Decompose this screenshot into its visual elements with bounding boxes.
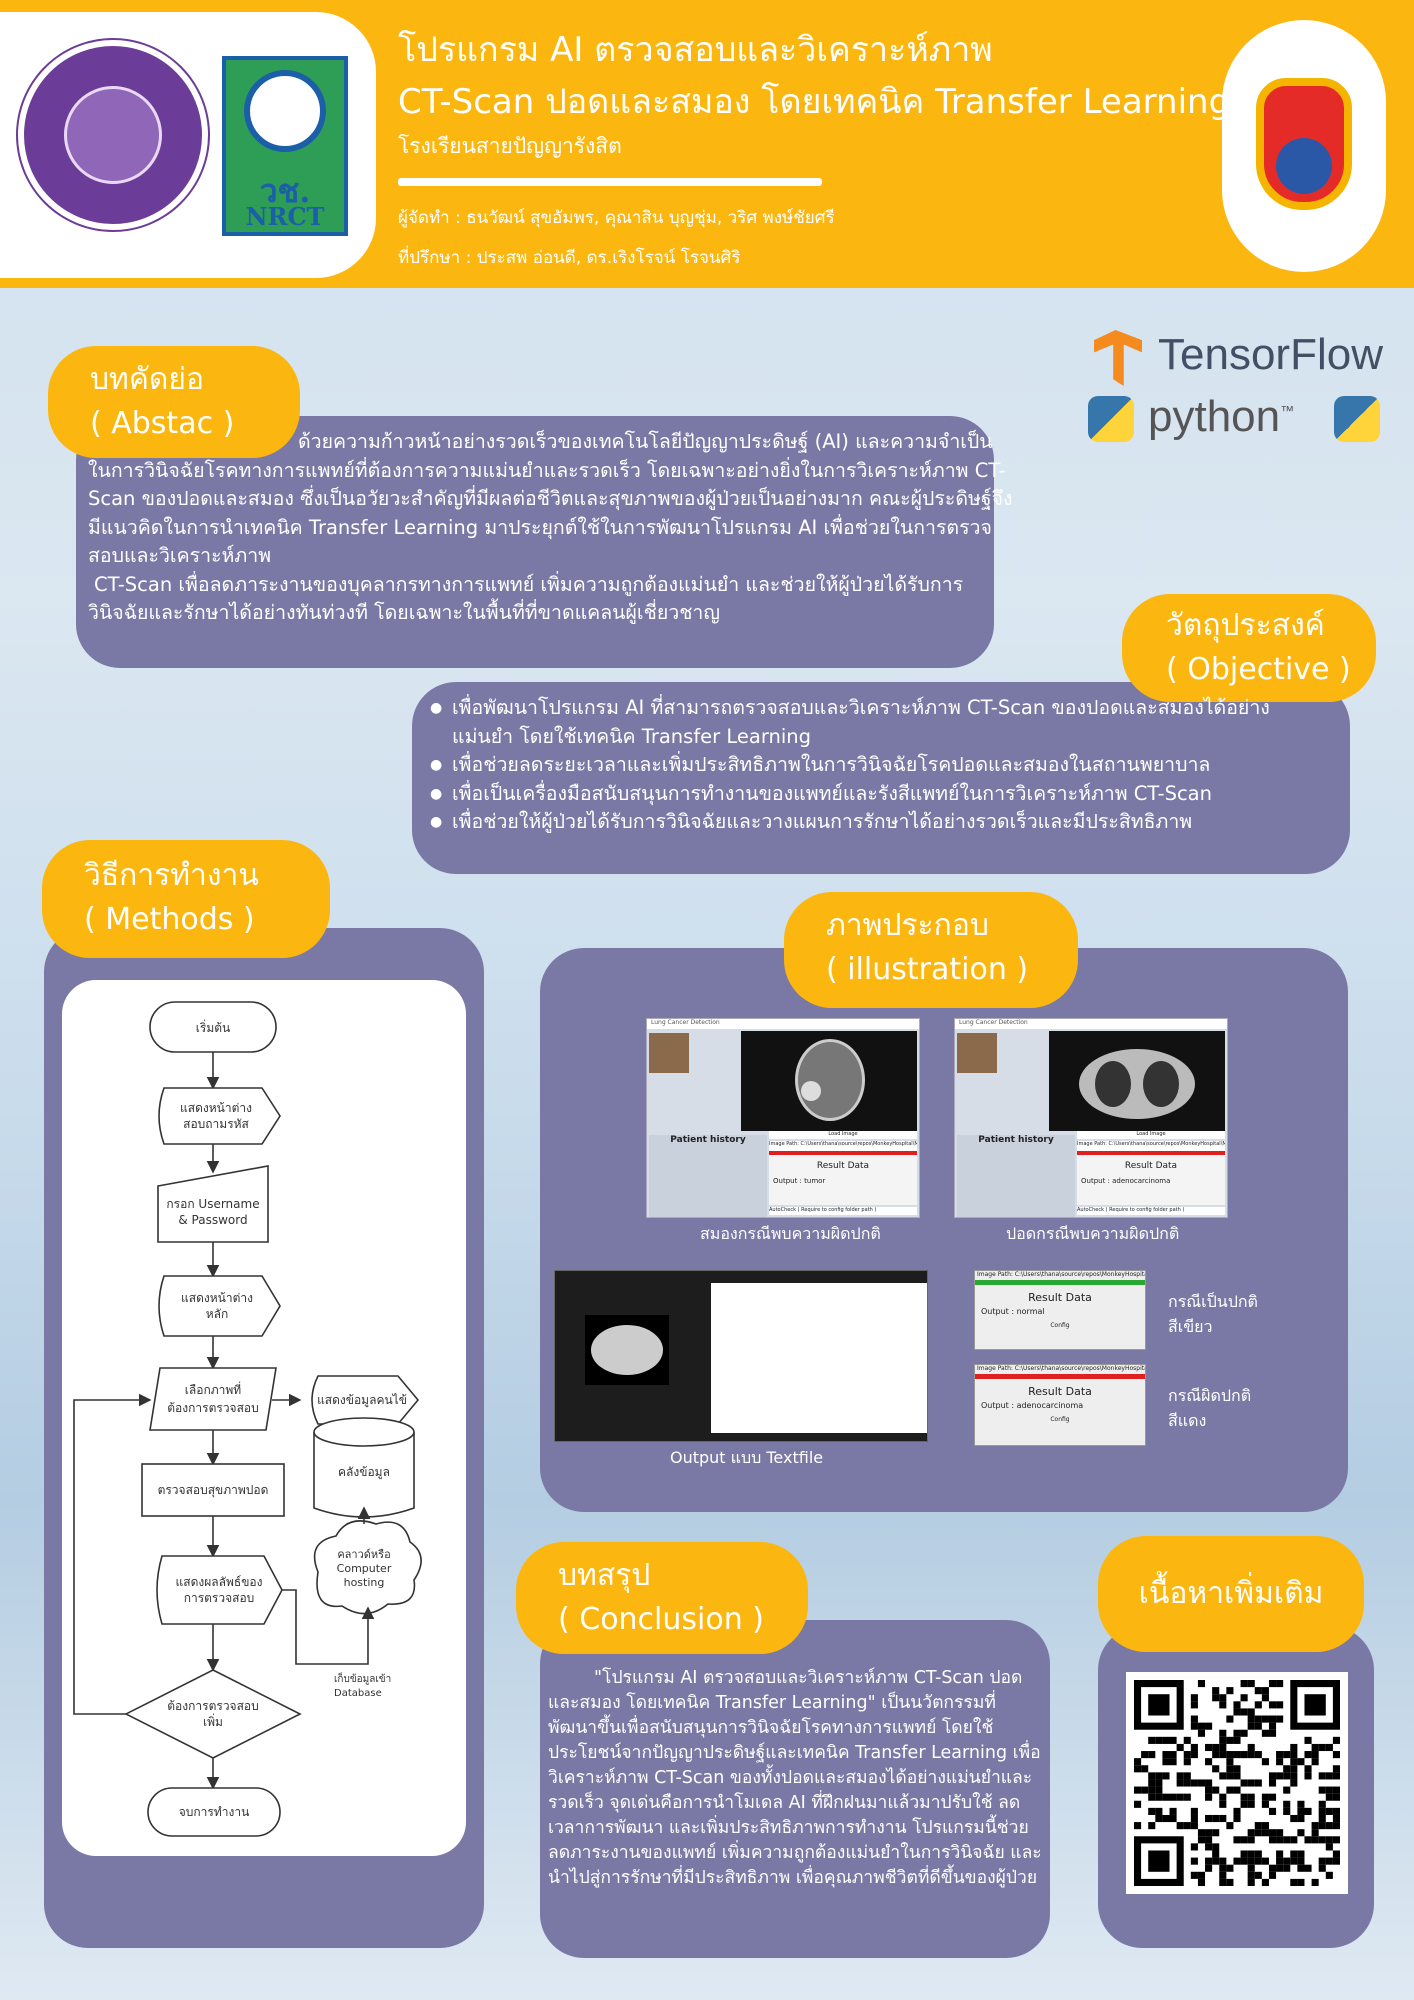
normal-result-screenshot: Image Path: C:\Users\thana\source\repos\… [974, 1270, 1146, 1350]
svg-text:เพิ่ม: เพิ่ม [203, 1713, 223, 1729]
flow-select-node [149, 1367, 277, 1431]
svg-text:& Password: & Password [178, 1213, 247, 1227]
title-line-2: CT-Scan ปอดและสมอง โดยเทคนิค Transfer Le… [398, 82, 1231, 122]
svg-text:hosting: hosting [344, 1576, 385, 1589]
textfile-output-screenshot [554, 1270, 928, 1442]
flow-patient-display [311, 1375, 420, 1425]
conclusion-heading: บทสรุป ( Conclusion ) [516, 1542, 808, 1654]
ct-scan-image [741, 1031, 917, 1131]
list-item: เพื่อเป็นเครื่องมือสนับสนุนการทำงานของแพ… [430, 780, 1330, 809]
conclusion-panel [540, 1620, 1050, 1958]
conclusion-text: "โปรแกรม AI ตรวจสอบและวิเคราะห์ภาพ CT-Sc… [548, 1668, 1042, 1888]
list-item: เพื่อช่วยให้ผู้ป่วยได้รับการวินิจฉัยและว… [430, 808, 1330, 837]
result-box: Result Data Output : adenocarcinoma [1077, 1155, 1225, 1205]
svg-text:แสดงข้อมูลคนไข้: แสดงข้อมูลคนไข้ [317, 1393, 407, 1408]
flow-decision-node [124, 1669, 302, 1759]
abnormal-result-screenshot: Image Path: C:\Users\thana\source\repos\… [974, 1364, 1146, 1446]
caption-textfile: Output แบบ Textfile [670, 1448, 824, 1467]
header-divider [398, 178, 822, 186]
abstract-panel [76, 416, 994, 668]
svg-text:Computer: Computer [337, 1562, 392, 1575]
svg-text:Database: Database [334, 1688, 382, 1699]
ct-scan-thumb [585, 1315, 669, 1385]
svg-text:ต้องการตรวจสอบ: ต้องการตรวจสอบ [167, 1699, 258, 1713]
nrct-thai-text: วช. [259, 172, 311, 210]
qr-code-icon [1134, 1680, 1340, 1886]
methods-heading: วิธีการทำงาน ( Methods ) [42, 840, 330, 958]
svg-text:เริ่มต้น: เริ่มต้น [196, 1019, 230, 1035]
flow-check-lung-node [141, 1463, 285, 1517]
svg-text:แสดงผลลัพธ์ของ: แสดงผลลัพธ์ของ [176, 1575, 263, 1589]
abstract-heading: บทคัดย่อ ( Abstac ) [48, 346, 300, 458]
title-line-1: โปรแกรม AI ตรวจสอบและวิเคราะห์ภาพ [398, 30, 993, 70]
abnormal-status-bar [769, 1151, 917, 1155]
pyqt-icon [1334, 396, 1380, 442]
advisor: ที่ปรึกษา : ประสพ อ่อนดี, ดร.เริงโรจน์ โ… [398, 248, 741, 268]
caption-brain: สมองกรณีพบความผิดปกติ [700, 1224, 881, 1243]
nrct-wheel-icon [244, 70, 326, 152]
tensorflow-icon [1094, 330, 1142, 386]
nrct-en-text: NRCT [245, 202, 325, 231]
text-editor-window [711, 1283, 927, 1433]
svg-text:หลัก: หลัก [206, 1307, 229, 1321]
flow-input-node [157, 1165, 269, 1243]
flow-result-display [156, 1555, 283, 1625]
flow-cloud-node [313, 1520, 422, 1615]
svg-text:แสดงหน้าต่าง: แสดงหน้าต่าง [180, 1101, 252, 1115]
flow-login-display [158, 1087, 281, 1145]
illustration-heading: ภาพประกอบ ( illustration ) [784, 892, 1078, 1008]
nrct-logo: วช. NRCT [222, 56, 348, 236]
svg-text:สอบถามรหัส: สอบถามรหัส [183, 1117, 249, 1131]
tech-logos: TensorFlow python™ [1088, 330, 1398, 448]
avatar [649, 1033, 689, 1073]
svg-text:คลาวด์หรือ: คลาวด์หรือ [337, 1548, 390, 1561]
abnormal-status-bar [975, 1374, 1145, 1379]
avatar [957, 1033, 997, 1073]
caption-lung: ปอดกรณีพบความผิดปกติ [1006, 1224, 1180, 1243]
objective-list: เพื่อพัฒนาโปรแกรม AI ที่สามารถตรวจสอบและ… [430, 694, 1330, 837]
more-heading: เนื้อหาเพิ่มเติม [1098, 1536, 1364, 1652]
python-text: python™ [1148, 392, 1295, 441]
svg-text:การตรวจสอบ: การตรวจสอบ [184, 1591, 255, 1605]
svg-text:แสดงหน้าต่าง: แสดงหน้าต่าง [181, 1291, 253, 1305]
lung-app-screenshot: Lung Cancer Detection Patient history Lo… [954, 1018, 1228, 1218]
ministry-seal-logo [18, 40, 208, 230]
normal-status-bar [975, 1280, 1145, 1285]
qr-code[interactable] [1126, 1672, 1348, 1894]
svg-text:จบการทำงาน: จบการทำงาน [179, 1805, 250, 1819]
svg-text:ตรวจสอบสุขภาพปอด: ตรวจสอบสุขภาพปอด [158, 1483, 269, 1498]
svg-text:เลือกภาพที่: เลือกภาพที่ [185, 1381, 241, 1397]
flowchart-svg: เริ่มต้น แสดงหน้าต่าง สอบถามรหัส กรอก Us… [73, 1001, 422, 1837]
caption-abnormal: กรณีผิดปกติ สีแดง [1168, 1386, 1252, 1430]
flow-end-node [147, 1787, 281, 1837]
python-icon [1088, 396, 1134, 442]
svg-text:เก็บข้อมูลเข้า: เก็บข้อมูลเข้า [334, 1671, 391, 1685]
flowchart: เริ่มต้น แสดงหน้าต่าง สอบถามรหัส กรอก Us… [62, 980, 466, 1856]
ct-scan-image [1049, 1031, 1225, 1131]
flow-main-display [158, 1275, 281, 1337]
list-item: เพื่อพัฒนาโปรแกรม AI ที่สามารถตรวจสอบและ… [430, 694, 1330, 751]
abstract-text: ด้วยความก้าวหน้าอย่างรวดเร็วของเทคโนโลยี… [88, 430, 1013, 624]
authors: ผู้จัดทำ : ธนวัฒน์ สุขอัมพร, คุณาสิน บุญ… [398, 208, 835, 228]
objective-heading: วัตถุประสงค์ ( Objective ) [1122, 594, 1376, 702]
abnormal-status-bar [1077, 1151, 1225, 1155]
svg-text:กรอก Username: กรอก Username [166, 1197, 259, 1211]
tensorflow-text: TensorFlow [1158, 330, 1383, 379]
school-emblem-logo [1222, 20, 1386, 272]
svg-text:คลังข้อมูล: คลังข้อมูล [338, 1465, 390, 1480]
list-item: เพื่อช่วยลดระยะเวลาและเพิ่มประสิทธิภาพใน… [430, 751, 1330, 780]
school-name: โรงเรียนสายปัญญารังสิต [398, 134, 622, 158]
caption-normal: กรณีเป็นปกติ สีเขียว [1168, 1292, 1258, 1336]
svg-text:ต้องการตรวจสอบ: ต้องการตรวจสอบ [167, 1401, 258, 1415]
result-box: Result Data Output : tumor [769, 1155, 917, 1205]
brain-app-screenshot: Lung Cancer Detection Patient history Lo… [646, 1018, 920, 1218]
